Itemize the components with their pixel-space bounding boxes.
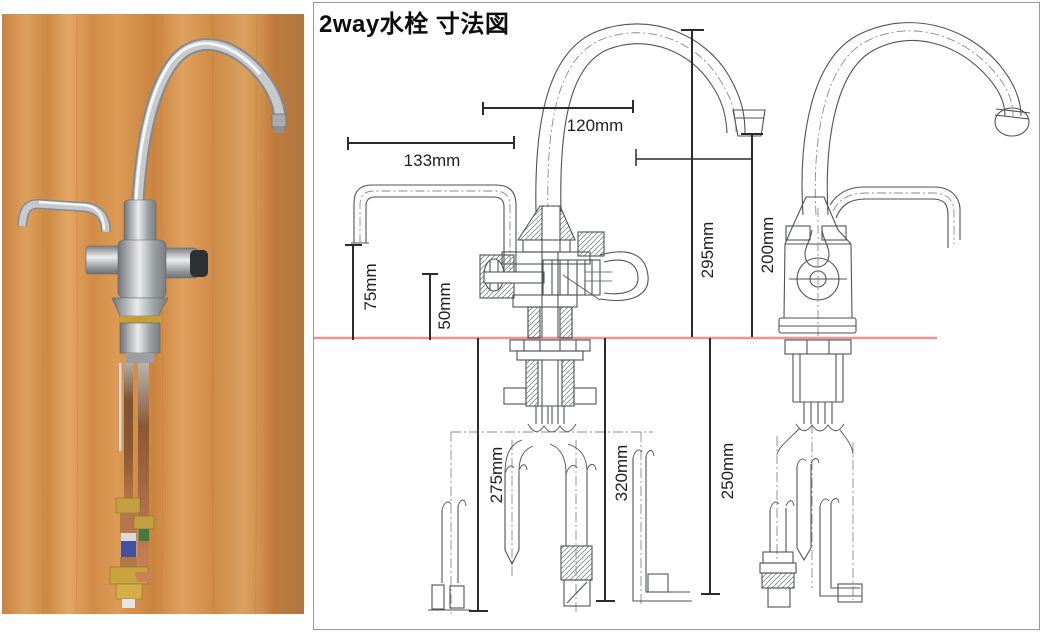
photo-brass-fittings	[109, 497, 155, 608]
dimension-diagram-panel: 120mm 133mm 295mm 200mm 75mm 50mm 275mm …	[313, 2, 1040, 630]
dim-label-320mm: 320mm	[612, 445, 631, 502]
dim-label-200mm: 200mm	[758, 217, 777, 274]
product-photo	[2, 13, 304, 615]
dim-50mm	[422, 273, 438, 340]
dim-label-50mm: 50mm	[435, 282, 454, 329]
diagram-art: 120mm 133mm 295mm 200mm 75mm 50mm 275mm …	[314, 22, 1031, 614]
dim-250mm	[701, 338, 720, 595]
dim-label-275mm: 275mm	[487, 447, 506, 504]
dim-label-75mm: 75mm	[361, 263, 380, 310]
dim-label-295mm: 295mm	[698, 222, 717, 279]
outlet-reference-line	[635, 149, 752, 166]
side-view-drawing	[759, 22, 1031, 608]
dim-133mm	[347, 136, 515, 150]
dim-320mm	[596, 338, 615, 602]
dim-120mm	[482, 100, 634, 115]
wood-grain-streaks	[41, 13, 258, 615]
dim-label-120mm: 120mm	[567, 116, 624, 135]
dim-275mm	[469, 338, 488, 612]
product-photo-art	[2, 13, 304, 615]
dim-label-250mm: 250mm	[718, 443, 737, 500]
dimension-lines	[345, 29, 763, 612]
photo-side-spout	[17, 198, 111, 233]
dim-75mm	[345, 244, 362, 340]
dim-200mm	[741, 133, 763, 337]
photo-copper-tubes	[119, 363, 149, 575]
front-view-drawing	[351, 23, 766, 614]
diagram-title: 2way水栓 寸法図	[319, 11, 510, 38]
dim-label-133mm: 133mm	[404, 151, 461, 170]
dimension-labels: 120mm 133mm 295mm 200mm 75mm 50mm 275mm …	[361, 116, 777, 503]
dim-295mm	[681, 29, 704, 337]
photo-faucet-body	[85, 199, 208, 363]
